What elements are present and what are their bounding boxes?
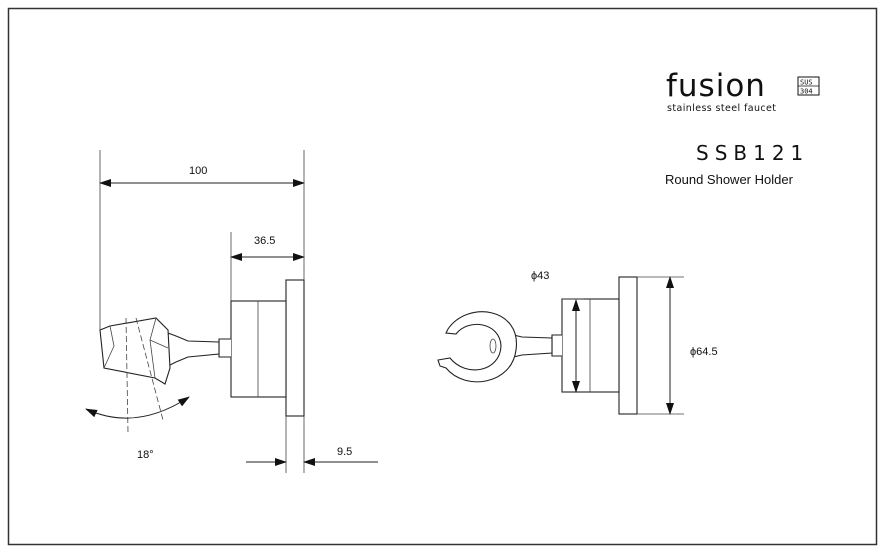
front-neck [551,334,562,357]
tilt-angle-label: 18° [137,449,154,461]
ring-holder [437,311,517,383]
dim-body-diameter: ϕ43 [531,270,549,282]
tilt-arc [85,396,190,419]
wall-flange-plate [285,279,305,417]
brand-name: fusion [666,68,766,104]
dim-flange-diameter: ϕ64.5 [690,346,718,358]
front-flange-plate [618,276,638,415]
side-view: 18° 100 36.5 9.5 [85,150,378,473]
front-body [561,298,620,393]
sus-badge-bottom: 304 [800,88,813,96]
model-number: SSB121 [696,141,809,165]
holder-cup [99,317,171,385]
sus-badge-top: SUS [800,79,813,87]
drawing-border [7,7,878,546]
dim-flange-thickness: 9.5 [337,446,352,458]
mount-body [230,300,287,398]
dim-overall-length: 100 [189,165,207,177]
neck-arm [167,332,220,367]
neck-stem [218,338,231,358]
front-view: ϕ43 ϕ64.5 [437,270,718,415]
brand-tagline: stainless steel faucet [667,103,776,114]
dim-mount-depth: 36.5 [254,235,275,247]
product-name: Round Shower Holder [665,172,794,187]
brand-logo: fusion SUS 304 stainless steel faucet [666,68,820,114]
